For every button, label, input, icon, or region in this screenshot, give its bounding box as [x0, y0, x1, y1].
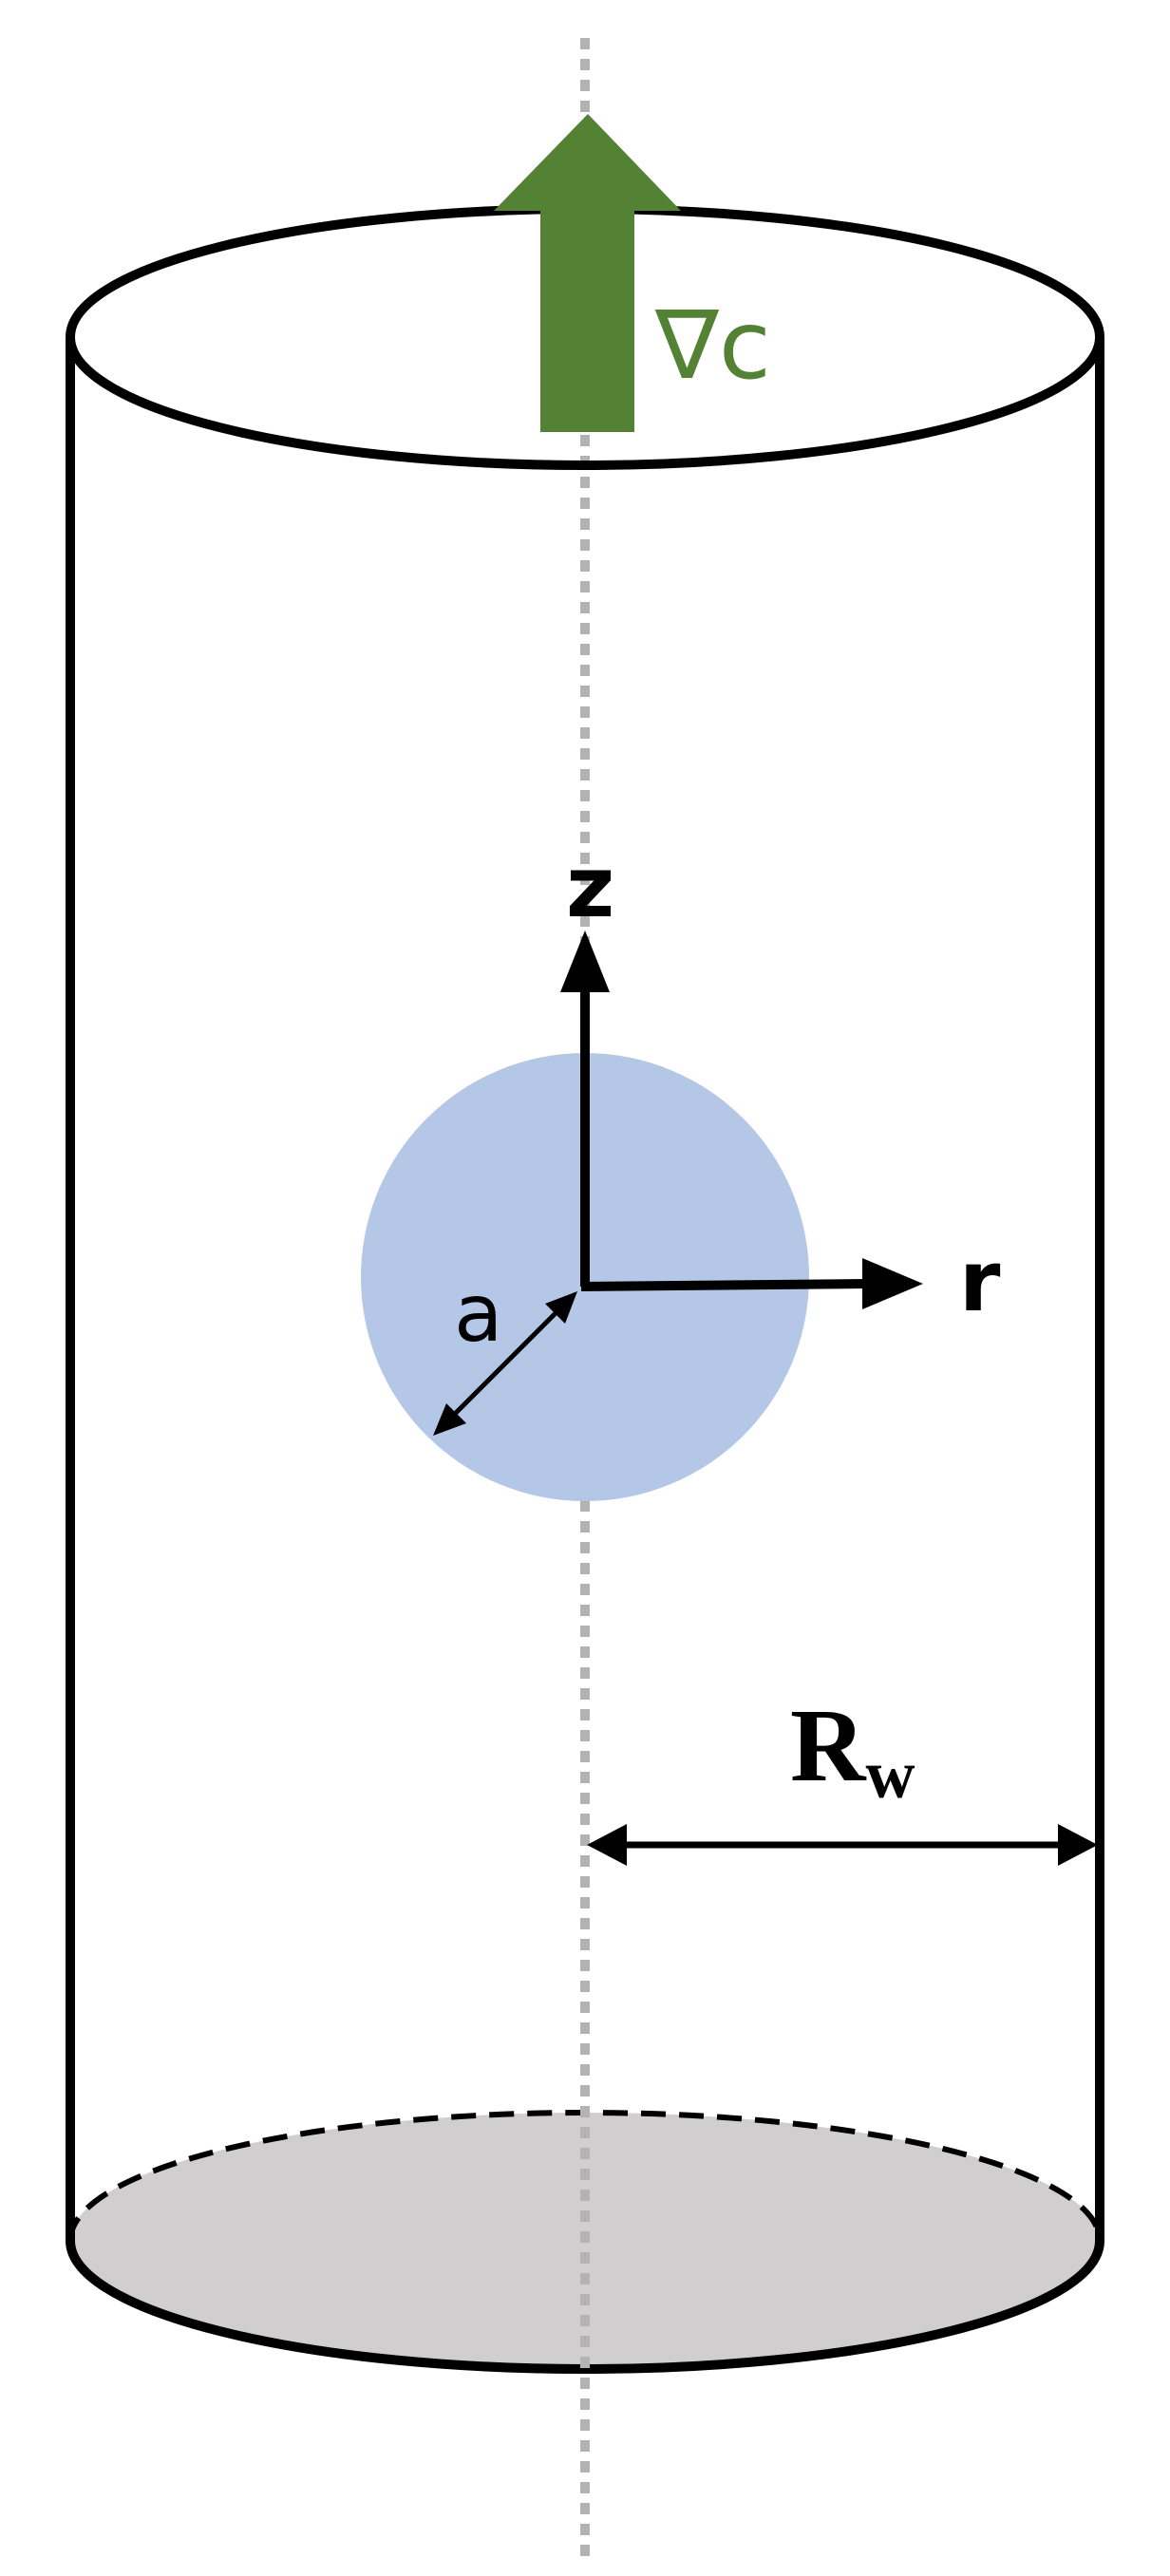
radius-a-label: a	[454, 1267, 502, 1360]
wall-radius-arrowhead-left	[587, 1824, 627, 1866]
wall-radius-arrowhead-right	[1058, 1824, 1098, 1866]
wall-radius-label-main: R	[790, 1687, 867, 1803]
wall-radius-label: Rw	[790, 1687, 915, 1813]
bottom-base-front-edge	[66, 2240, 1104, 2374]
up-arrow-icon	[494, 114, 681, 432]
r-axis-arrowhead	[862, 1258, 923, 1309]
radius-a-arrowhead-top	[545, 1291, 577, 1324]
gradient-label: ∇c	[654, 290, 771, 401]
r-axis-label: r	[959, 1232, 1001, 1330]
wall-radius-label-subscript: w	[865, 1737, 915, 1813]
radius-a-arrowhead-bottom	[433, 1403, 466, 1436]
z-axis-arrowhead	[560, 931, 610, 992]
r-axis-line	[580, 1279, 865, 1291]
z-axis-label: z	[566, 838, 614, 936]
radius-a-line	[450, 1307, 562, 1419]
